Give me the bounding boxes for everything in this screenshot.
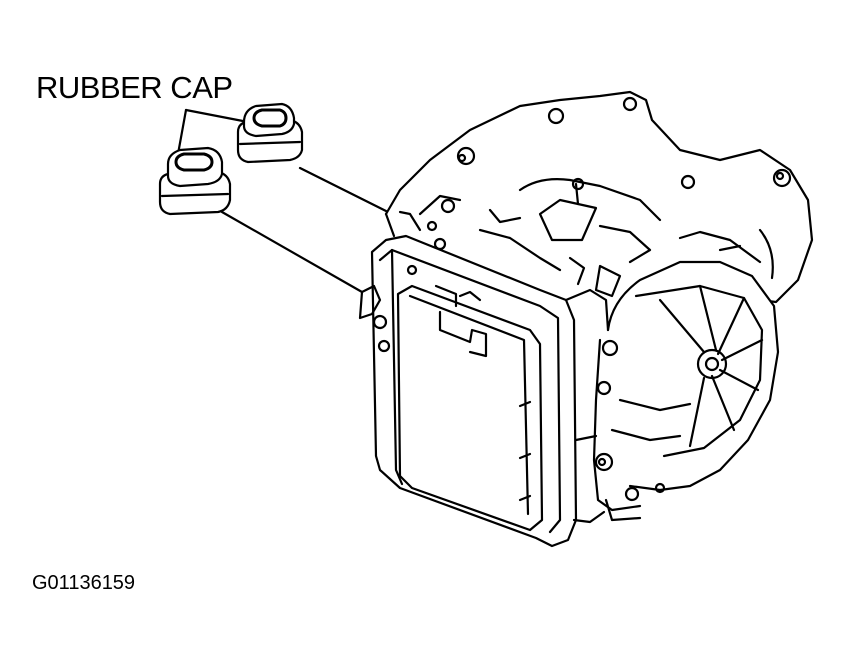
rubber-cap-lower-icon — [158, 146, 232, 216]
figure-id-label: G01136159 — [32, 572, 136, 594]
rubber-cap-label: RUBBER CAP — [36, 70, 233, 105]
callout-leader-lines — [176, 108, 390, 294]
transaxle-icon — [358, 90, 814, 548]
rubber-cap-upper-icon — [236, 102, 304, 164]
